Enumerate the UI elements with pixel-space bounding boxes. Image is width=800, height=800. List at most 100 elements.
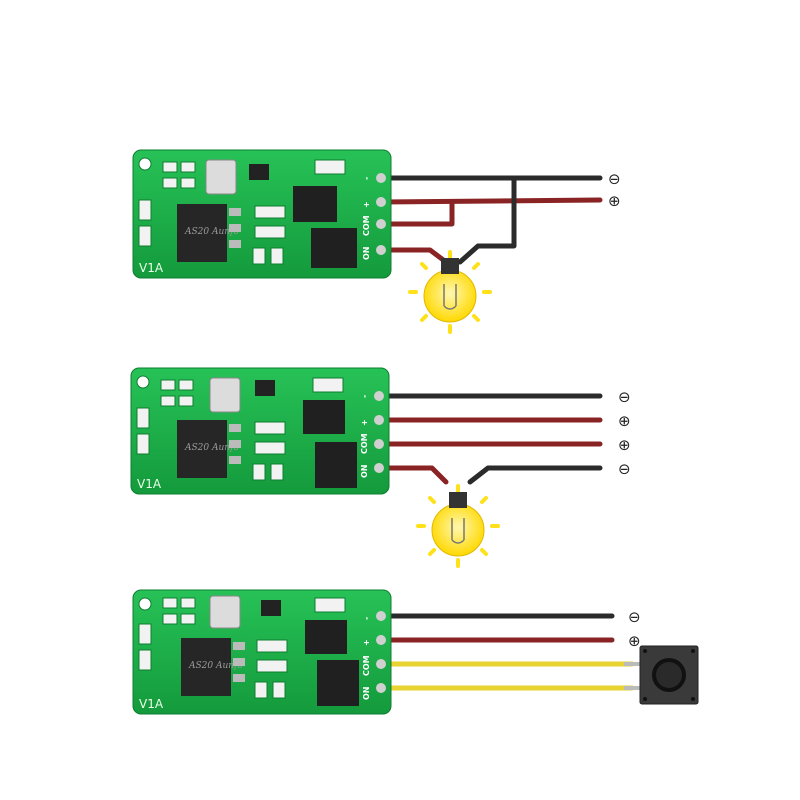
chip-label: AS20 Aunfo: [188, 661, 243, 671]
solder-pad: [374, 415, 384, 425]
smd-part: [272, 681, 286, 699]
pin-label-minus: -: [362, 617, 371, 620]
pin-label-on: ON: [362, 247, 371, 261]
solder-pad: [374, 463, 384, 473]
smd-part: [138, 623, 152, 645]
wires: [377, 393, 603, 485]
diagram-3: AS20 Aunfo V1A - + COM ON: [132, 589, 699, 715]
ic-chip: [177, 420, 227, 478]
version-label: V1A: [139, 261, 164, 275]
smd-part: [233, 658, 245, 666]
smd-part: [138, 225, 152, 247]
pin-label-com: COM: [362, 655, 371, 676]
smd-part: [256, 659, 288, 673]
mount-hole: [138, 597, 152, 611]
smd-part: [254, 421, 286, 435]
smd-part: [180, 597, 196, 609]
smd-part: [178, 395, 194, 407]
smd-part: [252, 463, 266, 481]
smd-part: [314, 159, 346, 175]
transistor: [261, 600, 281, 616]
mosfet: [315, 442, 357, 488]
mount-hole: [138, 157, 152, 171]
smd-part: [229, 240, 241, 248]
smd-part: [233, 642, 245, 650]
smd-part: [180, 177, 196, 189]
mosfet: [311, 228, 357, 268]
smd-part: [314, 597, 346, 613]
pin-label-on: ON: [360, 465, 369, 479]
wires: [377, 613, 635, 691]
wire-black-drop: [457, 175, 517, 265]
smd-part: [233, 674, 245, 682]
solder-pad: [376, 659, 386, 669]
wire-red-plus: [379, 197, 603, 205]
mount-hole: [136, 375, 150, 389]
pin-label-on: ON: [362, 687, 371, 701]
light-bulb-icon: [416, 484, 500, 568]
terminal-symbol: ⊖: [618, 460, 631, 478]
wire-red-com: [379, 199, 455, 227]
mosfet: [293, 186, 337, 222]
crystal: [205, 159, 237, 195]
ic-chip: [181, 638, 231, 696]
pin-label-minus: -: [362, 177, 371, 180]
smd-part: [136, 433, 150, 455]
pin-label-plus: +: [360, 419, 369, 426]
chip-label: AS20 Aunfo: [184, 443, 239, 453]
mosfet: [303, 400, 345, 434]
smd-part: [138, 199, 152, 221]
solder-pad: [376, 173, 386, 183]
smd-part: [229, 456, 241, 464]
pin-label-com: COM: [362, 215, 371, 236]
ic-chip: [177, 204, 227, 262]
smd-part: [252, 247, 266, 265]
smd-part: [229, 440, 241, 448]
smd-part: [270, 247, 284, 265]
mosfet: [305, 620, 347, 654]
smd-part: [162, 177, 178, 189]
smd-part: [162, 613, 178, 625]
push-button-icon: [624, 645, 699, 705]
pin-labels: - + COM ON: [362, 177, 371, 260]
pin-labels: - + COM ON: [362, 617, 371, 700]
version-label: V1A: [137, 477, 162, 491]
wires: [379, 175, 603, 265]
smd-part: [229, 208, 241, 216]
solder-pad: [374, 439, 384, 449]
terminal-symbol: ⊕: [618, 436, 631, 454]
pin-label-plus: +: [362, 639, 371, 646]
board: AS20 Aunfo V1A - + COM ON: [132, 589, 392, 715]
version-label: V1A: [139, 697, 164, 711]
smd-part: [254, 681, 268, 699]
solder-pad: [376, 245, 386, 255]
solder-pad: [376, 611, 386, 621]
board: AS20 Aunfo V1A - + COM ON: [130, 367, 390, 495]
solder-pad: [374, 391, 384, 401]
pin-label-plus: +: [362, 201, 371, 208]
smd-part: [180, 161, 196, 173]
smd-part: [162, 161, 178, 173]
smd-part: [229, 224, 241, 232]
wire-red-on: [377, 465, 449, 485]
terminal-symbol: ⊖: [608, 170, 621, 188]
transistor: [255, 380, 275, 396]
solder-pad: [376, 635, 386, 645]
crystal: [209, 377, 241, 413]
wire-red-on: [379, 247, 449, 265]
diagram-1: AS20 Aunfo V1A - + COM ON: [132, 149, 621, 334]
smd-part: [178, 379, 194, 391]
transistor: [249, 164, 269, 180]
solder-pad: [376, 197, 386, 207]
smd-part: [160, 379, 176, 391]
light-bulb-icon: [408, 250, 492, 334]
smd-part: [180, 613, 196, 625]
terminal-symbol: ⊖: [628, 608, 641, 626]
terminal-symbol: ⊖: [618, 388, 631, 406]
wire-black-on: [467, 465, 603, 485]
terminal-symbol: ⊕: [628, 632, 641, 650]
solder-pad: [376, 683, 386, 693]
terminal-symbol: ⊕: [618, 412, 631, 430]
pin-labels: - + COM ON: [360, 395, 369, 478]
